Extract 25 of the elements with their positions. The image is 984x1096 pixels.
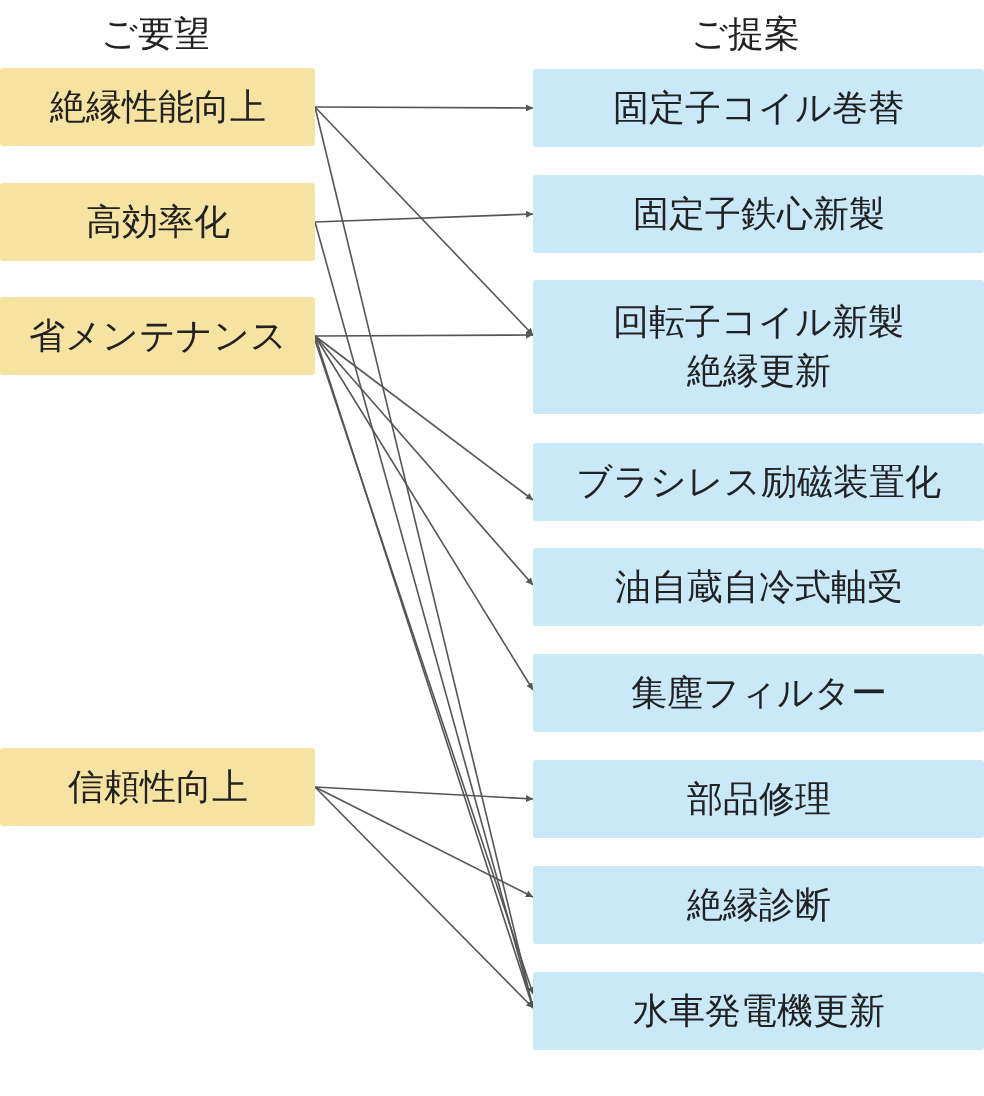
request-box: 高効率化 bbox=[0, 183, 315, 261]
proposal-box: 油自蔵自冷式軸受 bbox=[533, 548, 984, 626]
column-heading: ご提案 bbox=[689, 12, 801, 56]
arrow bbox=[314, 335, 534, 501]
proposal-box: 絶縁診断 bbox=[533, 866, 984, 944]
arrow bbox=[314, 786, 534, 1009]
arrow bbox=[314, 335, 534, 586]
request-box: 絶縁性能向上 bbox=[0, 68, 315, 146]
proposal-box: 集塵フィルター bbox=[533, 654, 984, 732]
arrow bbox=[314, 786, 534, 898]
column-heading: ご要望 bbox=[99, 12, 211, 56]
proposal-box: 固定子鉄心新製 bbox=[533, 175, 984, 253]
arrow bbox=[314, 106, 534, 336]
request-box: 信頼性向上 bbox=[0, 748, 315, 826]
proposal-box: 部品修理 bbox=[533, 760, 984, 838]
proposal-box: 固定子コイル巻替 bbox=[533, 69, 984, 147]
request-box: 省メンテナンス bbox=[0, 297, 315, 375]
arrow bbox=[314, 104, 534, 112]
proposal-box: ブラシレス励磁装置化 bbox=[533, 443, 984, 521]
proposal-box: 水車発電機更新 bbox=[533, 972, 984, 1050]
arrow bbox=[314, 786, 534, 803]
proposal-box: 回転子コイル新製絶縁更新 bbox=[533, 280, 984, 414]
arrow bbox=[314, 210, 534, 223]
arrow bbox=[314, 335, 534, 691]
arrow bbox=[314, 331, 534, 339]
